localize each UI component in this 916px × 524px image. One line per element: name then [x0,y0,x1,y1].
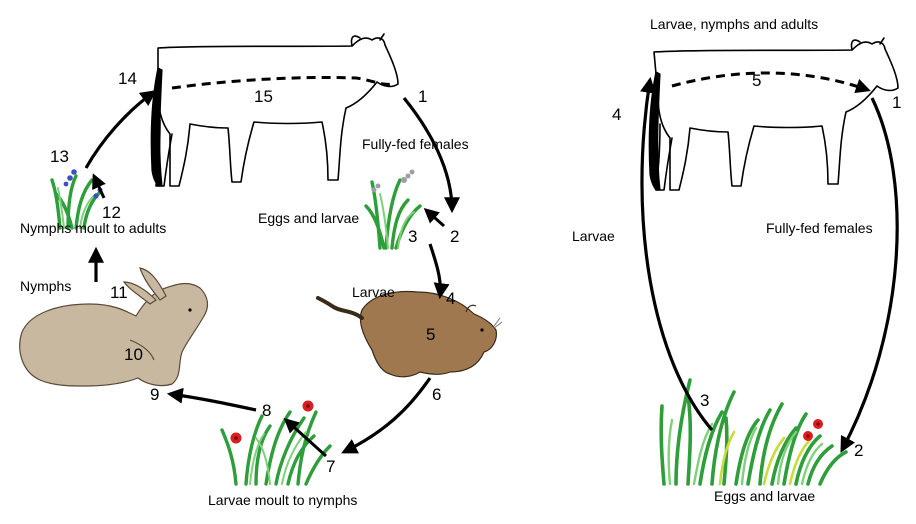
label-fully-fed-females-left: Fully-fed females [362,136,469,152]
label-larvae-right: Larvae [572,228,615,244]
step-number-r3: 3 [700,392,709,410]
rodent-drawing [318,292,502,377]
step-number-10: 10 [124,346,143,364]
step-number-2: 2 [450,228,459,246]
cow-right-dashed-path [672,73,868,90]
step-number-r5: 5 [752,72,761,90]
label-fully-fed-females-right: Fully-fed females [766,220,873,236]
step-number-6: 6 [432,386,441,404]
arrow-6-to-7 [344,378,430,452]
arrow-13-to-14 [86,92,154,168]
label-larvae-left: Larvae [352,284,395,300]
step-number-12: 12 [102,204,121,222]
step-number-r2: 2 [854,442,863,460]
arrow-8-to-9 [170,394,256,410]
step-number-15: 15 [254,88,273,106]
step-number-3: 3 [408,228,417,246]
step-number-9: 9 [150,386,159,404]
label-eggs-and-larvae-right: Eggs and larvae [714,488,815,504]
step-number-4: 4 [446,290,455,308]
grass-tuft-2 [222,401,330,485]
label-larvae-moult-to-nymphs: Larvae moult to nymphs [208,492,357,508]
cow-left-tail [151,68,162,186]
arrow-3-to-4 [430,244,440,296]
step-number-5: 5 [426,326,435,344]
cow-right-drawing [654,38,898,190]
step-number-11: 11 [110,284,128,302]
label-eggs-and-larvae-left: Eggs and larvae [258,210,359,226]
arrow-r1-to-r2 [842,98,897,450]
step-number-r4: 4 [612,106,621,124]
step-number-1: 1 [418,88,427,106]
label-larvae-nymphs-adults: Larvae, nymphs and adults [650,16,818,32]
step-number-13: 13 [50,148,69,166]
label-nymphs-moult-to-adults: Nymphs moult to adults [20,220,166,236]
step-number-r1: 1 [892,94,901,112]
step-number-8: 8 [262,402,271,420]
arrow-2-to-grass [426,210,444,226]
cow-left-drawing [156,34,398,186]
arrow-1-to-2 [404,98,452,210]
step-number-7: 7 [326,458,335,476]
right-cycle-arrows [642,80,897,450]
label-nymphs: Nymphs [20,278,71,294]
cow-right-tail [649,72,660,190]
step-number-14: 14 [118,70,137,88]
cow-left-dashed-path [172,77,392,88]
